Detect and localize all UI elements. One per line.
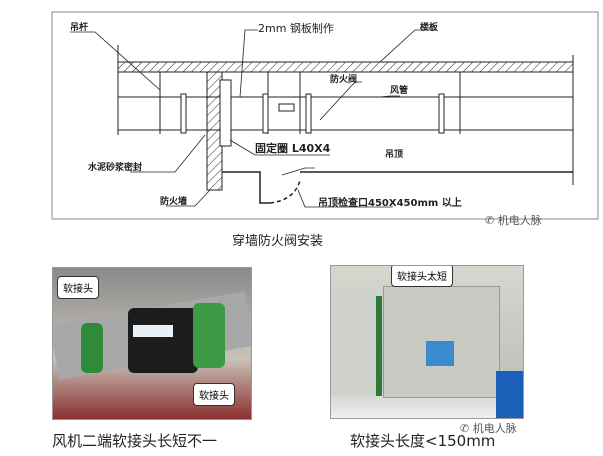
watermark-text-bottom: 机电人脉: [472, 422, 517, 435]
label-access-port: 吊顶检查口450X450mm 以上: [318, 196, 462, 209]
label-air-duct: 风管: [390, 84, 408, 96]
ceiling: [222, 171, 573, 204]
air-duct: [118, 96, 573, 131]
flex-connector: [376, 296, 382, 396]
flex-connector-left: [81, 323, 103, 373]
hanger-rods: [159, 72, 461, 134]
label-ceiling: 吊顶: [385, 149, 403, 160]
label-cement-seal: 水泥砂浆密封: [88, 161, 142, 173]
label-floor-slab: 楼板: [420, 21, 439, 33]
callout-too-short: 软接头太短: [391, 266, 453, 287]
watermark-bottom: ✆ 机电人脉: [460, 422, 517, 435]
fixed-ring: [219, 79, 232, 147]
leader-lines: [70, 29, 437, 208]
label-hanger-rod: 吊杆: [70, 21, 88, 33]
label-fixed-ring: 固定圈 L40X4: [255, 141, 331, 155]
photo-caption-right: 软接头长度<150mm: [350, 432, 496, 450]
blue-panel: [496, 371, 523, 418]
watermark-text: 机电人脉: [497, 214, 542, 227]
fan-sticker: [133, 325, 173, 337]
label-fire-wall: 防火墙: [160, 195, 187, 207]
flex-connector-right: [193, 303, 225, 368]
diagram-title: 穿墙防火阀安装: [232, 234, 324, 249]
fan-body: [128, 308, 198, 373]
photo-fan-connectors: 软接头 软接头: [52, 267, 252, 420]
duct-left: [331, 296, 376, 396]
photo-caption-left: 风机二端软接头长短不一: [52, 432, 218, 450]
damper-handle: [278, 103, 295, 112]
floor-slab: [117, 61, 574, 73]
diagram-frame: [51, 11, 599, 220]
callout-connector-right: 软接头: [193, 383, 235, 406]
label-steel-plate: 2mm 钢板制作: [258, 21, 334, 35]
callout-connector-left: 软接头: [57, 276, 99, 299]
fan-label: [426, 341, 454, 366]
photo-short-connector: 软接头太短: [330, 265, 524, 419]
label-fire-damper: 防火阀: [330, 73, 357, 85]
watermark: ✆ 机电人脉: [485, 214, 542, 227]
